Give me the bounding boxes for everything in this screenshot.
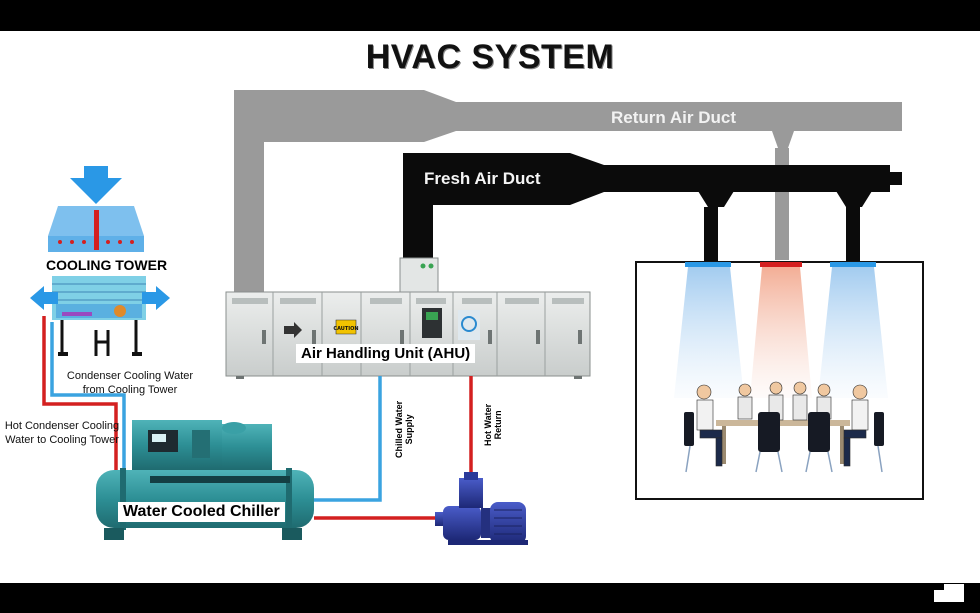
ahu-warning-sign: CAUTION (333, 326, 358, 332)
condenser-from-tower-line1: Condenser Cooling Water (66, 370, 194, 382)
chilled-water-pipe (314, 376, 382, 502)
hot-water-return-label: Hot Water Return (483, 404, 503, 446)
page-title: HVAC SYSTEM (365, 38, 615, 76)
ahu-intake-box (399, 257, 439, 295)
people-icon (684, 381, 884, 473)
hot-condenser-water-pipe (42, 316, 118, 472)
chiller-label: Water Cooled Chiller (118, 502, 285, 522)
ahu-label: Air Handling Unit (AHU) (296, 344, 476, 363)
cooling-tower-icon (30, 166, 170, 356)
cooling-tower-label: COOLING TOWER (46, 257, 168, 273)
chilled-water-supply-label: Chilled Water Supply (394, 401, 414, 458)
return-air-duct (234, 90, 902, 292)
fresh-air-duct (403, 153, 902, 262)
return-air-duct-label: Return Air Duct (611, 108, 736, 127)
condenser-from-tower-label: Condenser Cooling Water from Cooling Tow… (62, 369, 198, 397)
condenser-cooling-water-pipe (50, 322, 126, 472)
pump-icon (435, 472, 528, 545)
fan-arrow-icon (70, 166, 122, 204)
chilled-water-line2: Supply (404, 414, 414, 445)
chilled-water-line1: Chilled Water (394, 400, 404, 458)
ahu-unit-icon: CAUTION (225, 291, 591, 379)
hot-water-line2: Return (493, 410, 503, 440)
hot-condenser-line1: Hot Condenser Cooling (4, 420, 120, 432)
hot-condenser-label: Hot Condenser Cooling Water to Cooling T… (0, 419, 124, 447)
condenser-from-tower-line2: from Cooling Tower (82, 384, 178, 396)
hot-condenser-line2: Water to Cooling Tower (5, 434, 119, 446)
hot-water-line1: Hot Water (483, 403, 493, 446)
fresh-air-duct-label: Fresh Air Duct (424, 169, 541, 188)
